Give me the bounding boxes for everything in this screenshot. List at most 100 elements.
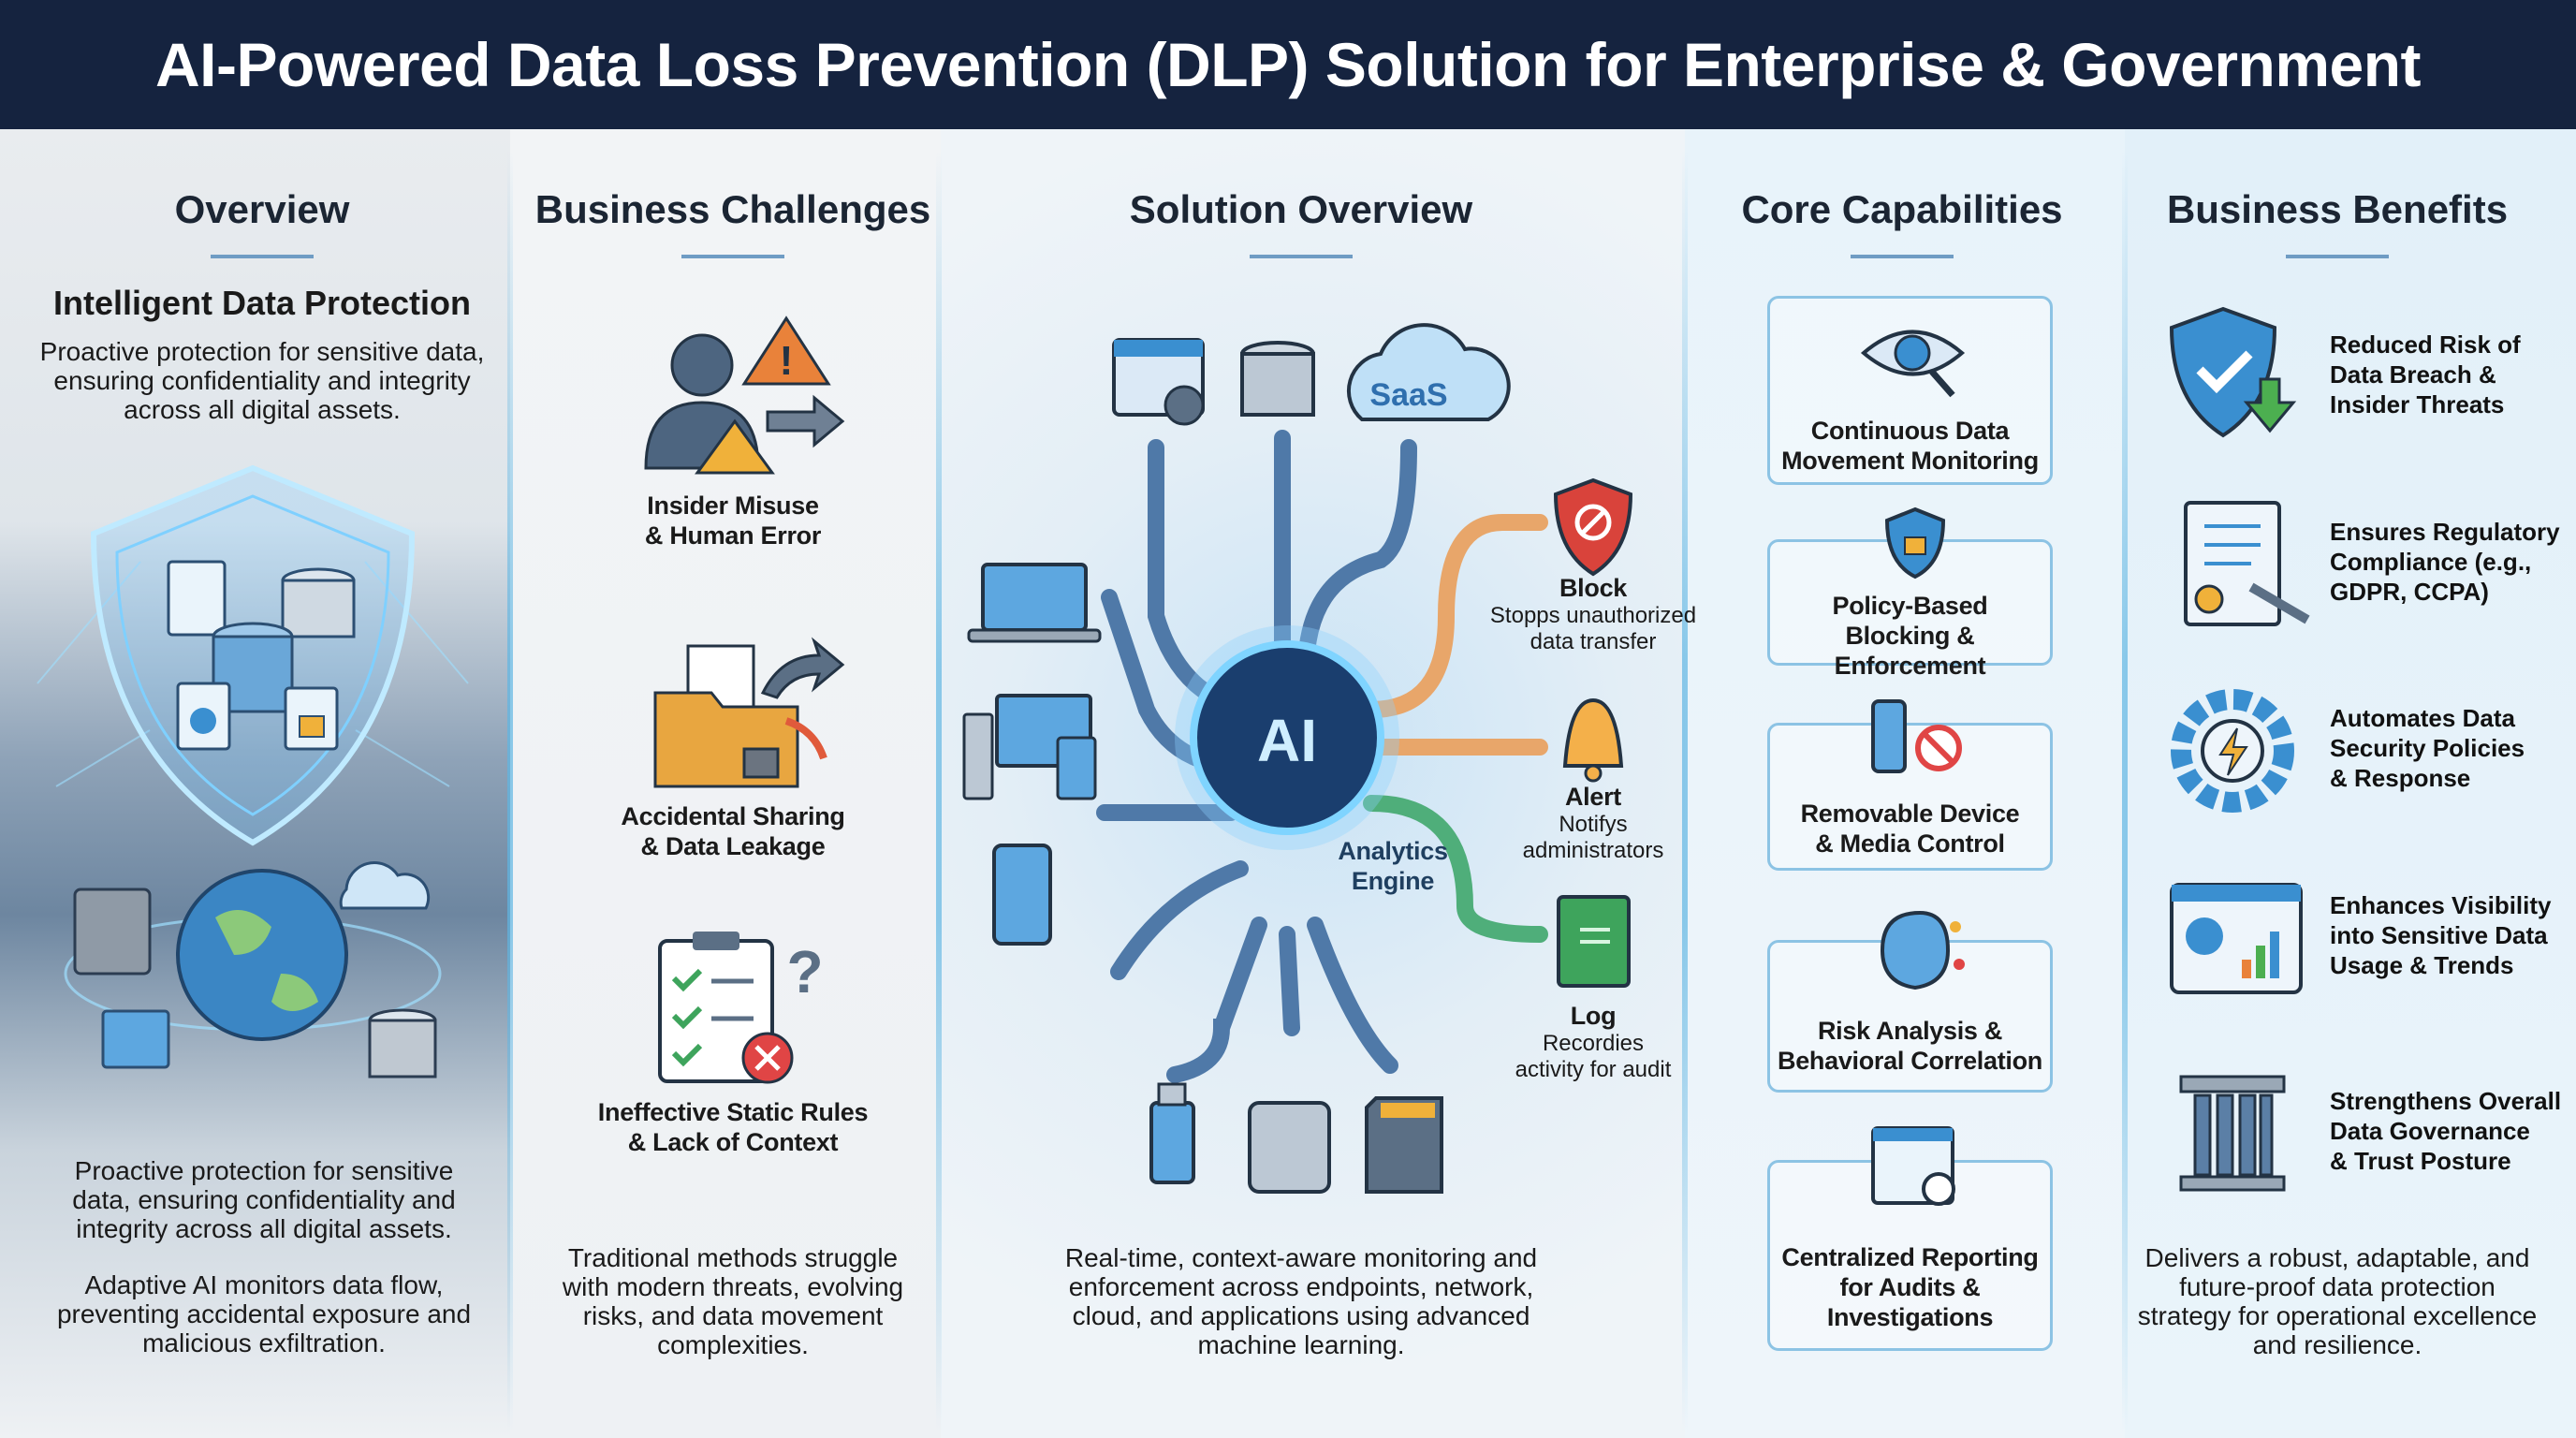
data-flow-diagram: AI SaaS [962,323,1633,1194]
text-line: Traditional methods struggle [567,1243,899,1272]
text-line: machine learning. [1197,1330,1405,1359]
desktop-icon [962,694,1097,800]
text-line: Data Breach & [2330,360,2496,389]
action-desc: administrators [1522,838,1664,863]
heading-underline [1851,255,1954,258]
analytics-dashboard-icon [2170,883,2303,994]
text-line: for Audits & [1839,1273,1981,1301]
text-line: & Trust Posture [2330,1147,2511,1175]
text-line: Strengthens Overall [2330,1087,2562,1115]
server-icon [73,888,152,976]
shield-lock-icon [1884,506,1946,580]
action-title: Log [1570,1002,1617,1030]
user-warning-icon: ! [644,315,845,475]
text-line: with modern threats, evolving [562,1272,904,1301]
database-icon [281,567,356,638]
challenge-label: Ineffective Static Rules & Lack of Conte… [597,1097,869,1157]
globe-icon [176,869,348,1041]
application-window-icon [1112,338,1205,426]
text-line: strategy for operational excellence [2137,1301,2538,1330]
gear-automation-icon [2171,689,2294,813]
action-desc: Stopps unauthorized [1489,603,1697,628]
text-line: Proactive protection for sensitive [74,1156,454,1185]
svg-text:!: ! [780,338,794,384]
database-icon [212,622,294,713]
heading-underline [2286,255,2389,258]
sd-card-icon [1365,1096,1443,1194]
text-line: & Media Control [1815,829,2005,858]
benefits-footer: Delivers a robust, adaptable, and future… [2138,1243,2537,1359]
overview-intro: Proactive protection for sensitive data,… [40,337,485,424]
text-line: Data Governance [2330,1117,2530,1145]
text-line: Security Policies [2330,734,2525,762]
text-line: future-proof data protection [2179,1272,2496,1301]
compliance-document-gavel-icon [2184,501,2310,626]
text-line: across all digital assets. [124,395,401,424]
ai-engine-core [1190,640,1384,835]
shield-network-illustration [37,464,469,1078]
text-line: Automates Data [2330,704,2515,732]
heading-underline [681,255,784,258]
action-alert: Alert Notifys administrators [1523,782,1664,864]
text-line: Centralized Reporting [1781,1243,2039,1271]
monitor-icon [101,1009,170,1069]
action-desc: Notifys [1559,812,1628,837]
text-line: & Response [2330,764,2471,792]
text-line: Blocking & Enforcement [1834,622,1986,680]
text-line: Insider Threats [2330,390,2505,418]
action-title: Alert [1564,783,1621,811]
header-bar: AI-Powered Data Loss Prevention (DLP) So… [0,0,2576,129]
text-line: Ineffective Static Rules [597,1098,869,1126]
alert-bell-icon [1562,697,1624,783]
text-line: ensuring confidentiality and integrity [53,366,471,395]
text-line: Engine [1351,867,1435,895]
text-line: Behavioral Correlation [1778,1047,2042,1075]
text-line: Ensures Regulatory [2330,518,2560,546]
text-line: GDPR, CCPA) [2330,578,2489,606]
saas-label: SaaS [1369,377,1447,413]
capabilities-heading: Core Capabilities [1741,187,2063,231]
benefits-heading: Business Benefits [2166,187,2509,231]
text-line: Continuous Data [1810,417,2010,445]
text-line: complexities. [657,1330,809,1359]
checklist-error-icon: ? [658,932,824,1084]
text-line: integrity across all digital assets. [76,1214,452,1243]
overview-heading: Overview [174,187,350,231]
text-line: Enhances Visibility [2330,891,2552,919]
text-line: Real-time, context-aware monitoring and [1064,1243,1538,1272]
action-desc: activity for audit [1515,1057,1672,1082]
ai-core-label: AI [1257,707,1317,774]
laptop-icon [967,563,1102,643]
document-icon [167,560,227,637]
text-line: into Sensitive Data [2330,921,2548,949]
action-desc: data transfer [1530,629,1657,654]
text-line: malicious exfiltration. [142,1328,386,1357]
text-line: Accidental Sharing [621,802,845,830]
text-line: Movement Monitoring [1781,447,2039,475]
overview-paragraph-2: Adaptive AI monitors data flow, preventi… [57,1270,471,1357]
text-line: & Data Leakage [640,832,826,860]
text-line: preventing accidental exposure and [56,1299,472,1328]
pillar-governance-icon [2179,1075,2286,1192]
heading-underline [1250,255,1353,258]
page-title: AI-Powered Data Loss Prevention (DLP) So… [154,30,2422,99]
cloud-icon [339,861,431,910]
smartphone-icon [992,844,1052,946]
report-magnifier-icon [1871,1126,1955,1206]
text-line: enforcement across endpoints, network, [1068,1272,1534,1301]
challenge-label: Insider Misuse & Human Error [645,491,821,550]
block-shield-icon [1553,477,1633,577]
text-line: & Lack of Context [627,1128,839,1156]
external-drive-icon [1248,1101,1331,1194]
divider [2122,150,2128,1432]
action-log: Log Recordies activity for audit [1515,1001,1672,1083]
text-line: Adaptive AI monitors data flow, [84,1270,444,1299]
text-line: risks, and data movement [582,1301,884,1330]
divider [1682,150,1688,1432]
